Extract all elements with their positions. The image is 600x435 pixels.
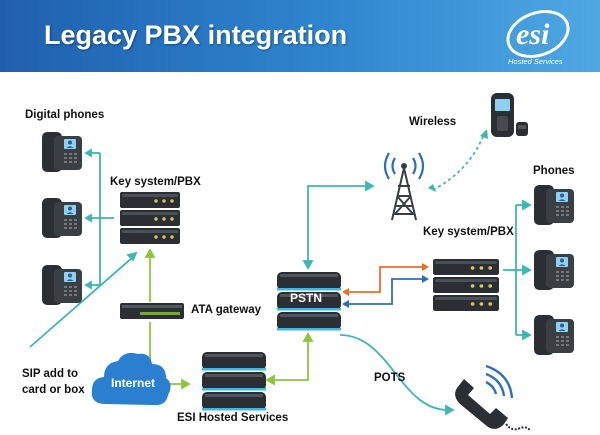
label-key-system-left: Key system/PBX — [110, 176, 201, 188]
label-sip-add-line1: SIP add to — [22, 368, 79, 380]
label-internet: Internet — [111, 376, 156, 390]
wireless-arrow-up — [480, 129, 488, 139]
desk-phone-icon — [534, 315, 574, 355]
header-bar: Legacy PBX integration esi Hosted Servic… — [0, 0, 600, 72]
desk-phone-icon — [42, 132, 82, 172]
label-pots: POTS — [374, 372, 406, 384]
esi-logo: esi — [506, 10, 570, 58]
logo-tagline: Hosted Services — [508, 57, 563, 66]
server-icon — [202, 352, 266, 371]
label-esi-hosted: ESI Hosted Services — [177, 412, 289, 424]
server-icon — [433, 259, 499, 275]
label-ata-gateway: ATA gateway — [191, 304, 262, 316]
label-pstn: PSTN — [290, 291, 323, 305]
connector-digital-phones-bracket — [84, 148, 114, 290]
server-icon — [277, 272, 341, 291]
server-icon — [202, 392, 266, 411]
server-icon — [120, 192, 180, 208]
connector-pstn-to-tower — [302, 180, 375, 270]
connector-tower-to-wireless — [432, 133, 485, 191]
connector-sip-to-pbx — [29, 251, 138, 348]
ata-gateway-device — [120, 303, 184, 319]
key-system-pbx-right — [433, 259, 499, 311]
server-icon — [120, 210, 180, 226]
cell-phone-icon — [491, 93, 528, 137]
server-icon — [433, 295, 499, 311]
server-icon — [277, 312, 341, 331]
server-icon — [202, 372, 266, 391]
server-icon — [433, 277, 499, 293]
esi-hosted-servers — [202, 352, 266, 411]
label-phones: Phones — [533, 165, 575, 177]
connector-hosted-to-pstn — [265, 332, 314, 386]
label-sip-add: SIP add to card or box — [22, 366, 85, 398]
connector-pstn-to-right-pbx — [342, 263, 429, 308]
label-digital-phones: Digital phones — [25, 109, 105, 121]
desk-phone-icon — [534, 185, 574, 225]
label-sip-add-line2: card or box — [22, 384, 85, 396]
wireless-arrow-down — [428, 184, 436, 192]
connector-ata-to-pbx — [144, 248, 191, 390]
page-title: Legacy PBX integration — [44, 20, 348, 50]
logo-text: esi — [516, 18, 550, 51]
desk-phone-icon — [534, 250, 574, 290]
desk-phone-icon — [42, 198, 82, 238]
connector-right-phones-bracket — [503, 199, 532, 341]
label-wireless: Wireless — [409, 116, 457, 128]
cell-tower-icon — [383, 152, 425, 221]
label-key-system-right: Key system/PBX — [423, 226, 514, 238]
cloud-icon — [91, 352, 171, 406]
server-icon — [120, 228, 180, 244]
connector-pstn-to-pots — [339, 334, 455, 416]
key-system-pbx-left — [120, 192, 180, 244]
desk-phone-icon — [42, 265, 82, 305]
phone-handset-icon — [455, 364, 531, 431]
